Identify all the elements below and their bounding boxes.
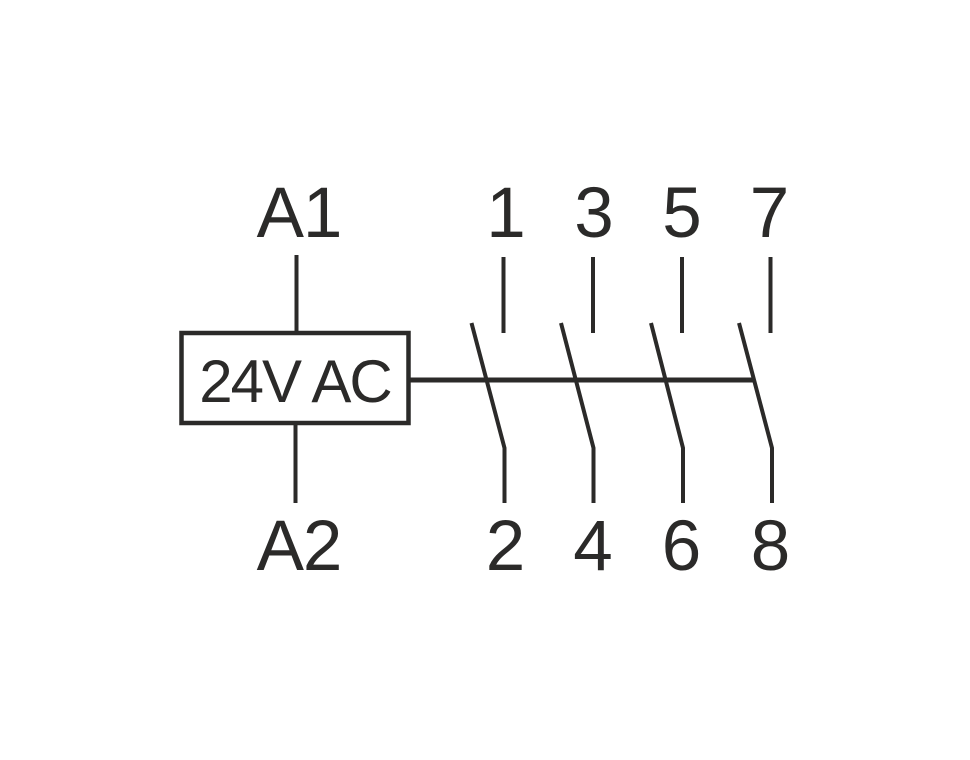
pole-4-switch-blade xyxy=(737,322,774,503)
pole-3-switch-blade xyxy=(649,322,685,503)
coil-terminal-a2-label: A2 xyxy=(257,507,342,586)
contact-pole-1: 1 2 xyxy=(469,174,526,586)
contact-pole-2: 3 4 xyxy=(559,174,614,586)
pole-4-bottom-terminal-label: 8 xyxy=(751,507,790,586)
pole-1-top-terminal-label: 1 xyxy=(486,174,525,253)
coil-circuit: A1 24V AC A2 xyxy=(179,174,411,586)
pole-1-switch-blade xyxy=(469,322,507,503)
pole-2-top-terminal-label: 3 xyxy=(574,174,613,253)
pole-3-top-terminal-label: 5 xyxy=(662,174,701,253)
pole-1-bottom-terminal-label: 2 xyxy=(486,507,525,586)
coil-terminal-a1-label: A1 xyxy=(257,174,342,253)
pole-2-bottom-terminal-label: 4 xyxy=(573,507,612,586)
pole-2-switch-blade xyxy=(559,322,596,503)
coil-voltage-label: 24V AC xyxy=(199,348,391,415)
pole-4-top-terminal-label: 7 xyxy=(750,174,789,253)
pole-3-bottom-terminal-label: 6 xyxy=(662,507,701,586)
contact-pole-3: 5 6 xyxy=(649,174,702,586)
contact-pole-4: 7 8 xyxy=(737,174,790,586)
